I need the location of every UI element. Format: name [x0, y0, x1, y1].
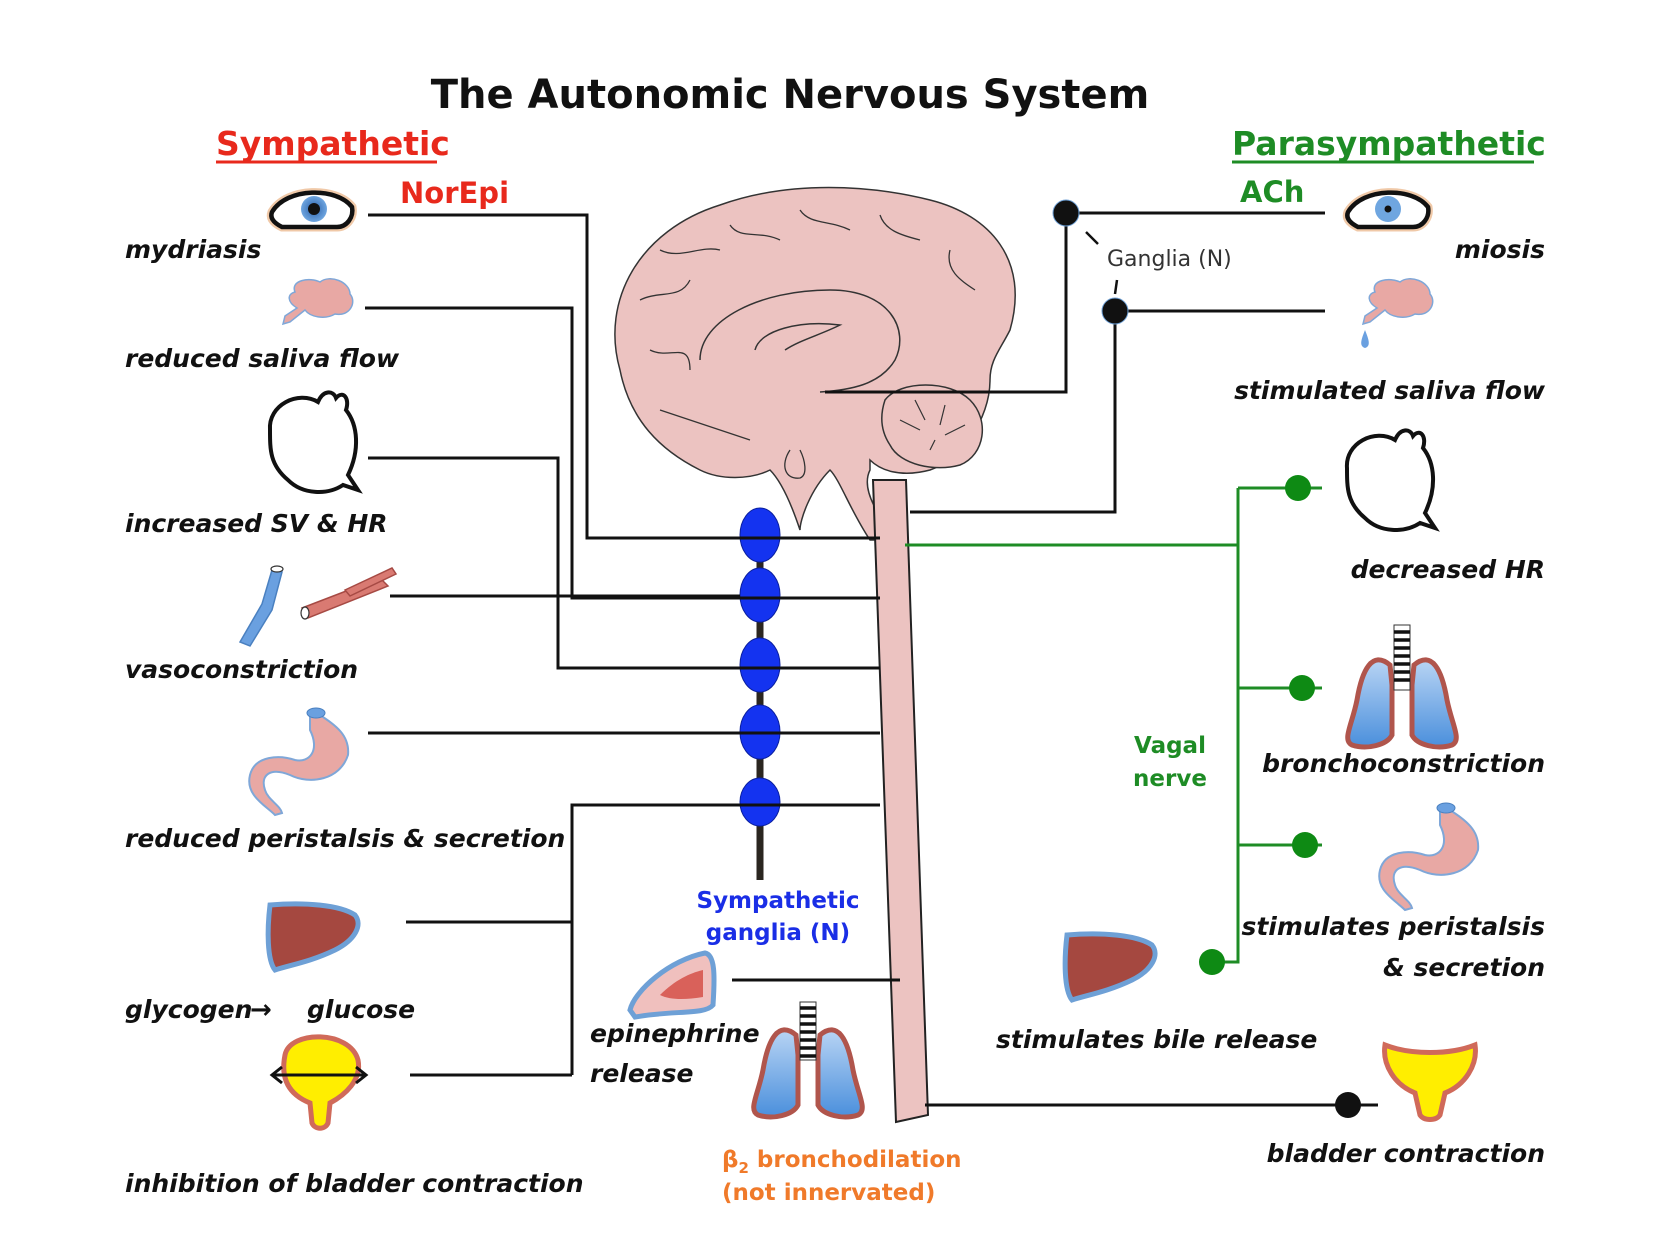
parasympathetic-ganglion-eye	[1052, 199, 1080, 227]
sympathetic-heading: Sympathetic	[216, 124, 450, 163]
pathway-saliva-para	[910, 309, 1325, 514]
arrow-icon: →	[250, 995, 272, 1025]
lungs-icon	[751, 1001, 865, 1120]
stomach-icon	[1378, 802, 1480, 912]
epinephrine-label: epinephrine	[590, 1019, 760, 1048]
vagal-nerve	[905, 486, 1322, 964]
bronchodilation-text: bronchodilation	[749, 1147, 962, 1173]
parasympathetic-heading: Parasympathetic	[1232, 124, 1546, 163]
ach-label: ACh	[1240, 175, 1304, 209]
vagal-ganglion-lungs	[1289, 675, 1315, 701]
parasympathetic-ganglion-saliva	[1101, 297, 1129, 325]
effect-label-increased-sv-hr: increased SV & HR	[125, 509, 388, 538]
stomach-icon	[248, 707, 350, 817]
vagal-label: Vagal	[1134, 733, 1206, 759]
vagal-ganglion-liver	[1199, 949, 1225, 975]
lungs-icon	[1345, 624, 1459, 750]
effect-label-inhibition-bladder: inhibition of bladder contraction	[125, 1169, 584, 1198]
ganglia-pointer-2	[1113, 279, 1119, 295]
eye-icon	[1342, 188, 1433, 232]
beta-subscript: 2	[738, 1159, 748, 1177]
norepi-label: NorEpi	[400, 176, 509, 210]
bronchodilation-label: β2 bronchodilation	[722, 1147, 962, 1177]
vagal-vertical	[1212, 488, 1240, 964]
effect-label-vasoconstriction: vasoconstriction	[125, 655, 358, 684]
effect-label-stimulates-peristalsis: stimulates peristalsis	[1241, 912, 1545, 941]
beta-symbol: β	[722, 1147, 738, 1173]
ganglia-label: Ganglia (N)	[1107, 247, 1232, 272]
pathway-gut-trunk	[570, 803, 880, 1075]
vagal-ganglion-stomach	[1292, 832, 1318, 858]
effect-label-bronchoconstriction: bronchoconstriction	[1262, 749, 1545, 778]
bladder-icon	[1382, 1041, 1478, 1122]
effect-label-miosis: miosis	[1455, 235, 1545, 264]
spinal-cord	[871, 479, 930, 1124]
parasympathetic-ganglion-bladder	[1335, 1092, 1361, 1118]
sympathetic-pathways	[365, 213, 900, 1077]
pathway-saliva	[365, 306, 880, 600]
pathway-eye	[368, 213, 880, 540]
vagal-ganglion-heart	[1285, 475, 1311, 501]
pathway-heart	[368, 456, 880, 670]
blood-vessels-icon	[238, 565, 398, 647]
effect-label-stimulated-saliva: stimulated saliva flow	[1234, 376, 1546, 405]
parasympathetic-cranial-pathways	[825, 211, 1325, 514]
diagram-title: The Autonomic Nervous System	[431, 72, 1150, 118]
not-innervated-label: (not innervated)	[722, 1180, 935, 1206]
glycogen-label-group: glycogen → glucose	[125, 995, 415, 1025]
vagal-ganglia	[1199, 475, 1318, 975]
effect-label-mydriasis: mydriasis	[125, 235, 261, 264]
effect-label-decreased-hr: decreased HR	[1351, 555, 1545, 584]
bladder-icon	[269, 1034, 369, 1131]
effect-label-bladder-contraction: bladder contraction	[1267, 1139, 1545, 1168]
eye-icon	[266, 188, 357, 232]
adrenal-gland-icon	[627, 950, 717, 1020]
heart-icon	[267, 390, 363, 494]
salivary-gland-icon	[281, 278, 354, 326]
vagal-label-2: nerve	[1133, 766, 1207, 792]
ganglia-pointer	[1085, 231, 1099, 245]
ganglion-node	[739, 637, 781, 693]
sympathetic-ganglia-label-2: ganglia (N)	[706, 920, 850, 946]
salivary-gland-icon	[1361, 278, 1434, 348]
ganglion-node	[739, 507, 781, 563]
brain-icon	[614, 186, 1016, 541]
heart-icon	[1344, 428, 1440, 532]
sympathetic-ganglia-label: Sympathetic	[697, 888, 860, 914]
epinephrine-label-2: release	[590, 1059, 694, 1088]
ganglion-node	[739, 567, 781, 623]
effect-label-stimulates-peristalsis-2: & secretion	[1383, 953, 1545, 982]
ganglion-node	[739, 777, 781, 827]
effect-label-reduced-peristalsis: reduced peristalsis & secretion	[125, 824, 565, 853]
effect-label-stimulates-bile: stimulates bile release	[996, 1025, 1317, 1054]
effect-label-glycogen: glycogen	[125, 995, 252, 1024]
liver-icon	[1062, 931, 1158, 1003]
effect-label-glucose: glucose	[307, 995, 415, 1024]
liver-icon	[265, 901, 361, 973]
sympathetic-ganglia	[739, 507, 781, 827]
pathway-eye-para	[825, 211, 1325, 394]
effect-label-reduced-saliva: reduced saliva flow	[125, 344, 400, 373]
